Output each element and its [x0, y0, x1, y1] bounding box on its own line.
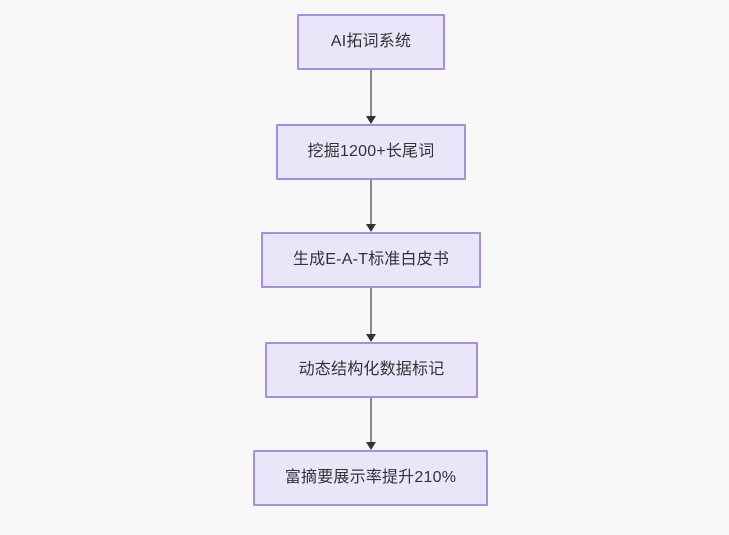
- flow-node-label: 生成E-A-T标准白皮书: [292, 251, 450, 269]
- edge-line: [370, 180, 372, 226]
- flow-node-mine-longtail-keywords[interactable]: 挖掘1200+长尾词: [276, 124, 466, 180]
- edge-line: [370, 70, 372, 118]
- flow-node-label: 挖掘1200+长尾词: [307, 143, 435, 161]
- arrowhead-icon: [366, 334, 376, 342]
- arrowhead-icon: [366, 116, 376, 124]
- flow-node-label: 动态结构化数据标记: [298, 361, 445, 379]
- flow-node-dynamic-structured-data-markup[interactable]: 动态结构化数据标记: [265, 342, 478, 398]
- flow-node-label: AI拓词系统: [330, 33, 412, 51]
- arrowhead-icon: [366, 224, 376, 232]
- flow-node-rich-snippet-impression-lift[interactable]: 富摘要展示率提升210%: [253, 450, 488, 506]
- arrowhead-icon: [366, 442, 376, 450]
- flow-node-ai-keyword-system[interactable]: AI拓词系统: [297, 14, 445, 70]
- flow-node-label: 富摘要展示率提升210%: [284, 469, 457, 487]
- edge-line: [370, 288, 372, 336]
- edge-line: [370, 398, 372, 444]
- flow-node-generate-eat-whitepaper[interactable]: 生成E-A-T标准白皮书: [261, 232, 481, 288]
